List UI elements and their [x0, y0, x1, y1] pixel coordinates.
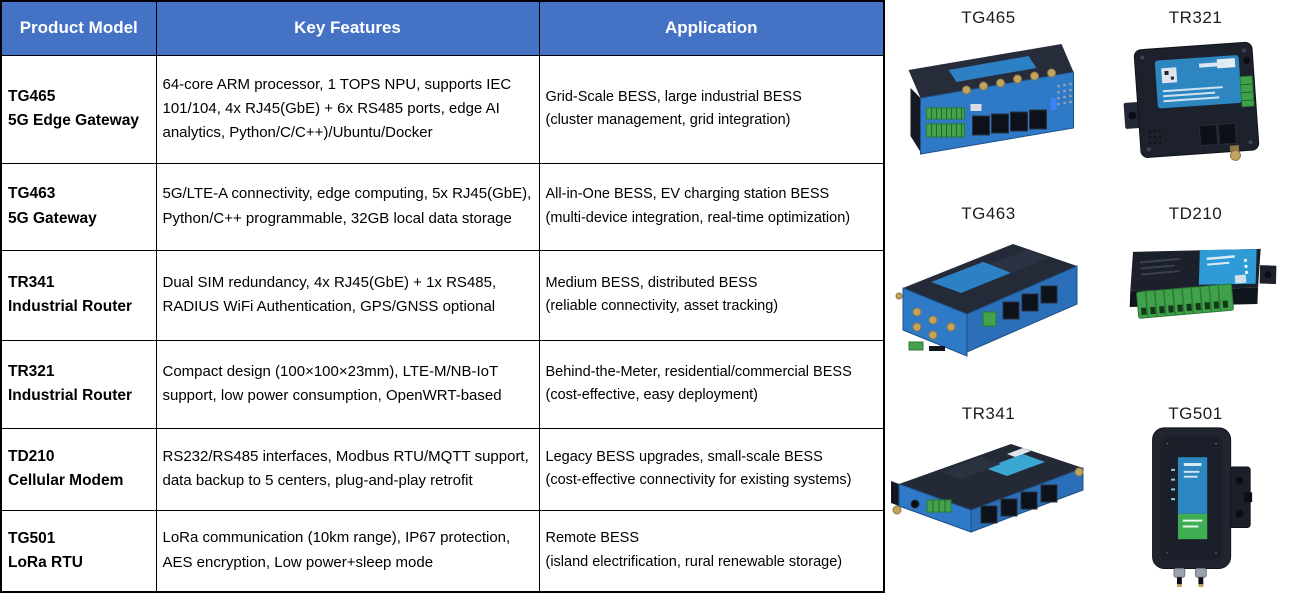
application-line: (cost-effective, easy deployment) [545, 387, 759, 403]
application-cell: Behind-the-Meter, residential/commercial… [538, 339, 885, 429]
application-line: Medium BESS, distributed BESS [545, 274, 758, 291]
model-type: Cellular Modem [8, 472, 124, 489]
product-label: TG465 [961, 8, 1016, 27]
product-label: TR321 [1168, 8, 1223, 27]
application-cell: Legacy BESS upgrades, small-scale BESS (… [538, 427, 885, 511]
model-code: TD210 [8, 447, 55, 465]
application-line: (island electrification, rural renewable… [545, 553, 843, 570]
table-row-tg501: TG501 LoRa RTU LoRa communication (10km … [0, 509, 885, 593]
application-line: Behind-the-Meter, residential/commercial… [545, 363, 852, 380]
model-cell: TR321 Industrial Router [0, 339, 157, 429]
features-cell: LoRa communication (10km range), IP67 pr… [155, 509, 540, 593]
application-cell: Remote BESS (island electrification, rur… [538, 509, 885, 593]
table-header-row: Product Model Key Features Application [0, 0, 885, 56]
product-figure-tr341: TR341 [885, 398, 1092, 593]
model-type: 5G Edge Gateway [8, 112, 139, 129]
model-code: TR341 [8, 273, 55, 291]
application-line: Legacy BESS upgrades, small-scale BESS [545, 448, 823, 465]
application-line: (cluster management, grid integration) [545, 112, 791, 128]
table-row-td210: TD210 Cellular Modem RS232/RS485 interfa… [0, 427, 885, 511]
application-cell: Grid-Scale BESS, large industrial BESS (… [538, 54, 885, 164]
tr341-product-image [890, 444, 1083, 533]
application-line: Grid-Scale BESS, large industrial BESS [545, 88, 802, 105]
product-label: TG463 [961, 204, 1016, 223]
model-type: Industrial Router [8, 387, 133, 404]
model-code: TG465 [8, 87, 56, 105]
application-cell: All-in-One BESS, EV charging station BES… [538, 162, 885, 251]
product-figure-tg465: TG465 [885, 2, 1092, 198]
application-line: (reliable connectivity, asset tracking) [545, 298, 779, 314]
model-cell: TG463 5G Gateway [0, 162, 157, 251]
table-row-tr341: TR341 Industrial Router Dual SIM redunda… [0, 249, 885, 341]
application-line: All-in-One BESS, EV charging station BES… [545, 186, 830, 203]
tg463-product-image [895, 244, 1078, 357]
tr321-product-image [1123, 41, 1259, 161]
model-cell: TD210 Cellular Modem [0, 427, 157, 511]
features-cell: Dual SIM redundancy, 4x RJ45(GbE) + 1x R… [155, 249, 540, 341]
header-application: Application [538, 0, 885, 56]
product-figure-tg501: TG501 [1092, 398, 1297, 593]
product-label: TG501 [1168, 404, 1223, 423]
header-product-model: Product Model [0, 0, 157, 56]
model-code: TG463 [8, 185, 56, 203]
features-cell: Compact design (100×100×23mm), LTE-M/NB-… [155, 339, 540, 429]
features-cell: 64-core ARM processor, 1 TOPS NPU, suppo… [155, 54, 540, 164]
model-code: TR321 [8, 362, 55, 380]
application-line: Remote BESS [545, 530, 640, 547]
header-key-features: Key Features [155, 0, 540, 56]
product-label: TR341 [961, 404, 1016, 423]
model-cell: TG465 5G Edge Gateway [0, 54, 157, 164]
product-figure-td210: TD210 [1092, 198, 1297, 398]
table-row-tg465: TG465 5G Edge Gateway 64-core ARM proces… [0, 54, 885, 164]
product-label: TD210 [1168, 204, 1223, 223]
application-line: (multi-device integration, real-time opt… [545, 209, 851, 226]
tg501-product-image [1151, 427, 1252, 588]
td210-product-image [1129, 248, 1276, 319]
product-figure-tg463: TG463 [885, 198, 1092, 398]
table-row-tr321: TR321 Industrial Router Compact design (… [0, 339, 885, 429]
table-row-tg463: TG463 5G Gateway 5G/LTE-A connectivity, … [0, 162, 885, 251]
model-cell: TR341 Industrial Router [0, 249, 157, 341]
tg465-product-image [908, 44, 1074, 155]
application-cell: Medium BESS, distributed BESS (reliable … [538, 249, 885, 341]
product-spec-table: Product Model Key Features Application T… [0, 0, 885, 593]
product-figure-tr321: TR321 [1092, 2, 1297, 198]
model-code: TG501 [8, 529, 56, 547]
model-type: LoRa RTU [8, 553, 83, 571]
model-cell: TG501 LoRa RTU [0, 509, 157, 593]
product-gallery: TG465 [885, 0, 1297, 593]
model-type: 5G Gateway [8, 209, 97, 227]
features-cell: RS232/RS485 interfaces, Modbus RTU/MQTT … [155, 427, 540, 511]
application-line: (cost-effective connectivity for existin… [545, 472, 852, 488]
model-type: Industrial Router [8, 298, 133, 315]
features-cell: 5G/LTE-A connectivity, edge computing, 5… [155, 162, 540, 251]
